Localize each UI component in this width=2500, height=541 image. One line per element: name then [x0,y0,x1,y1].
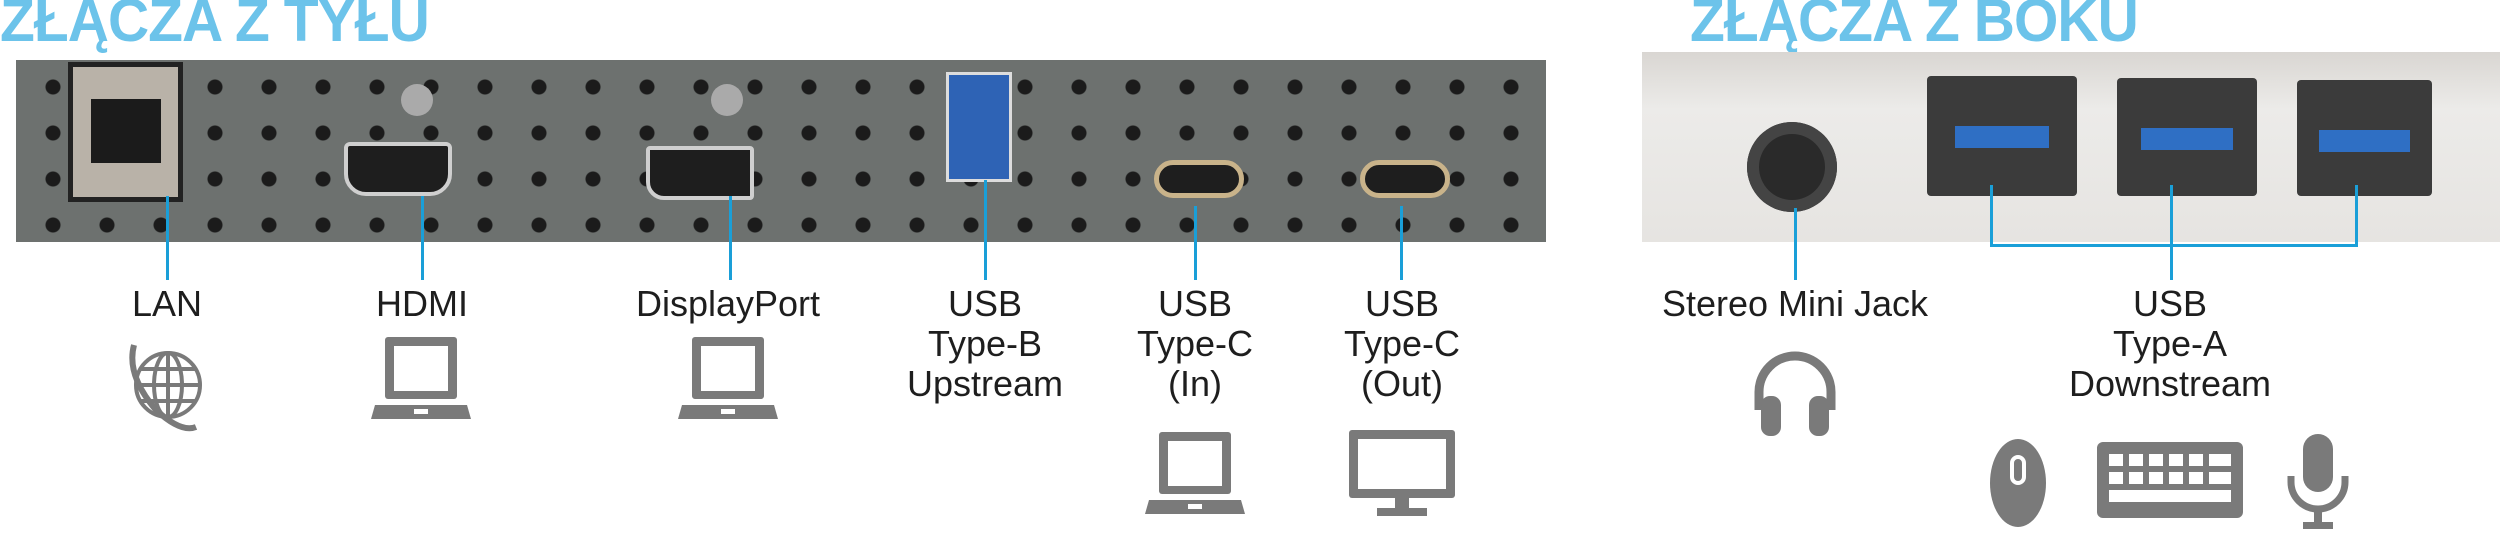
label-line: USB [947,283,1023,324]
side-panel-photo [1642,52,2500,242]
label-line: USB [1364,283,1440,324]
laptop-icon [678,337,778,419]
label-usb-type-b: USB Type-B Upstream [907,284,1063,404]
label-line: DisplayPort [635,283,821,324]
screw [711,84,743,116]
bracket-line [1990,244,2358,247]
label-hdmi: HDMI [376,284,468,324]
mouse-icon [1990,439,2046,527]
leader-line [1990,185,1993,245]
leader-line [984,180,987,280]
label-stereo-mini-jack: Stereo Mini Jack [1662,284,1928,324]
headphones-icon [1754,351,1836,436]
label-line: Type-A [2112,323,2228,364]
label-usb-type-c-out: USB Type-C (Out) [1344,284,1460,404]
label-line: Type-C [1343,323,1461,364]
back-panel-photo [16,60,1546,242]
usb-a-port [2117,78,2257,196]
label-usb-type-c-in: USB Type-C (In) [1137,284,1253,404]
usb-type-c-in-port [1154,160,1244,198]
laptop-icon [371,337,471,419]
label-line: USB [2132,283,2208,324]
label-line: Type-B [927,323,1043,364]
monitor-icon [1349,430,1455,516]
label-line: Downstream [2068,363,2272,404]
hdmi-port [344,142,452,196]
screw [401,84,433,116]
leader-line [729,196,732,280]
keyboard-icon [2097,442,2243,518]
label-line: HDMI [376,283,468,324]
label-line: Stereo Mini Jack [1661,283,1929,324]
usb-a-port [2297,80,2432,196]
globe-icon [129,344,202,432]
label-usb-type-a: USB Type-A Downstream [2069,284,2271,404]
leader-line [1400,206,1403,280]
microphone-icon [2287,434,2349,529]
side-connectors-title: ZŁĄCZA Z BOKU [1690,0,2139,54]
displayport-port [646,146,754,200]
leader-line [2170,185,2173,280]
leader-line [166,196,169,280]
lan-port [68,62,183,202]
label-line: Upstream [906,363,1064,404]
leader-line [1194,206,1197,280]
label-lan: LAN [132,284,202,324]
label-line: LAN [131,283,203,324]
laptop-icon [1145,432,1245,514]
usb-type-c-out-port [1360,160,1450,198]
label-line: (In) [1167,363,1222,404]
label-line: (Out) [1360,363,1444,404]
label-displayport: DisplayPort [636,284,820,324]
label-line: Type-C [1136,323,1254,364]
usb-type-b-port [946,72,1012,182]
audio-jack [1747,122,1837,212]
label-line: USB [1157,283,1233,324]
usb-a-port [1927,76,2077,196]
leader-line [421,196,424,280]
leader-line [1794,208,1797,280]
leader-line [2355,185,2358,245]
back-connectors-title: ZŁĄCZA Z TYŁU [0,0,430,54]
